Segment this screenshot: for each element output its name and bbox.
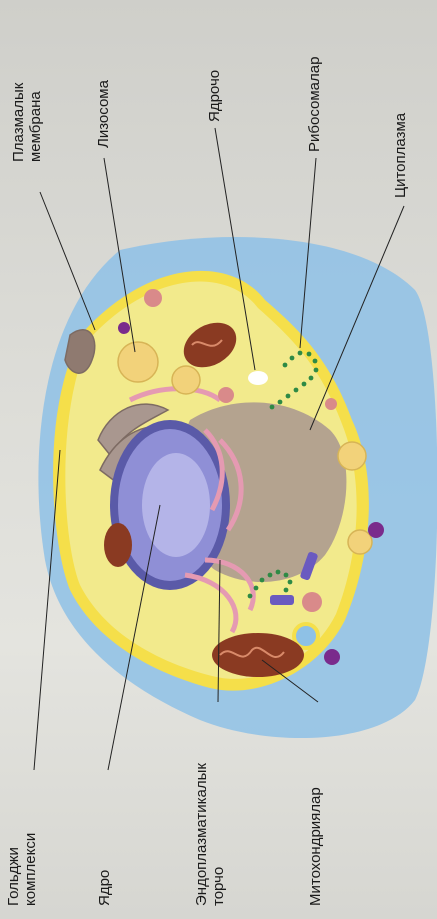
label-plasma-membrane: Плазмалык мембрана: [10, 83, 44, 162]
label-lysosome: Лизосома: [95, 80, 112, 148]
label-mitochondria: Митохондриялар: [307, 787, 324, 906]
label-cytoplasm: Цитоплазма: [392, 113, 409, 198]
label-nucleus: Ядро: [96, 870, 113, 906]
label-ribosomes: Рибосомалар: [306, 57, 323, 152]
label-golgi-complex: Гольджи комплекси: [5, 833, 39, 906]
label-nucleolus: Ядрочо: [206, 70, 223, 122]
nucleolus: [248, 371, 268, 385]
label-er: Эндоплазматикалык торчо: [193, 763, 227, 906]
